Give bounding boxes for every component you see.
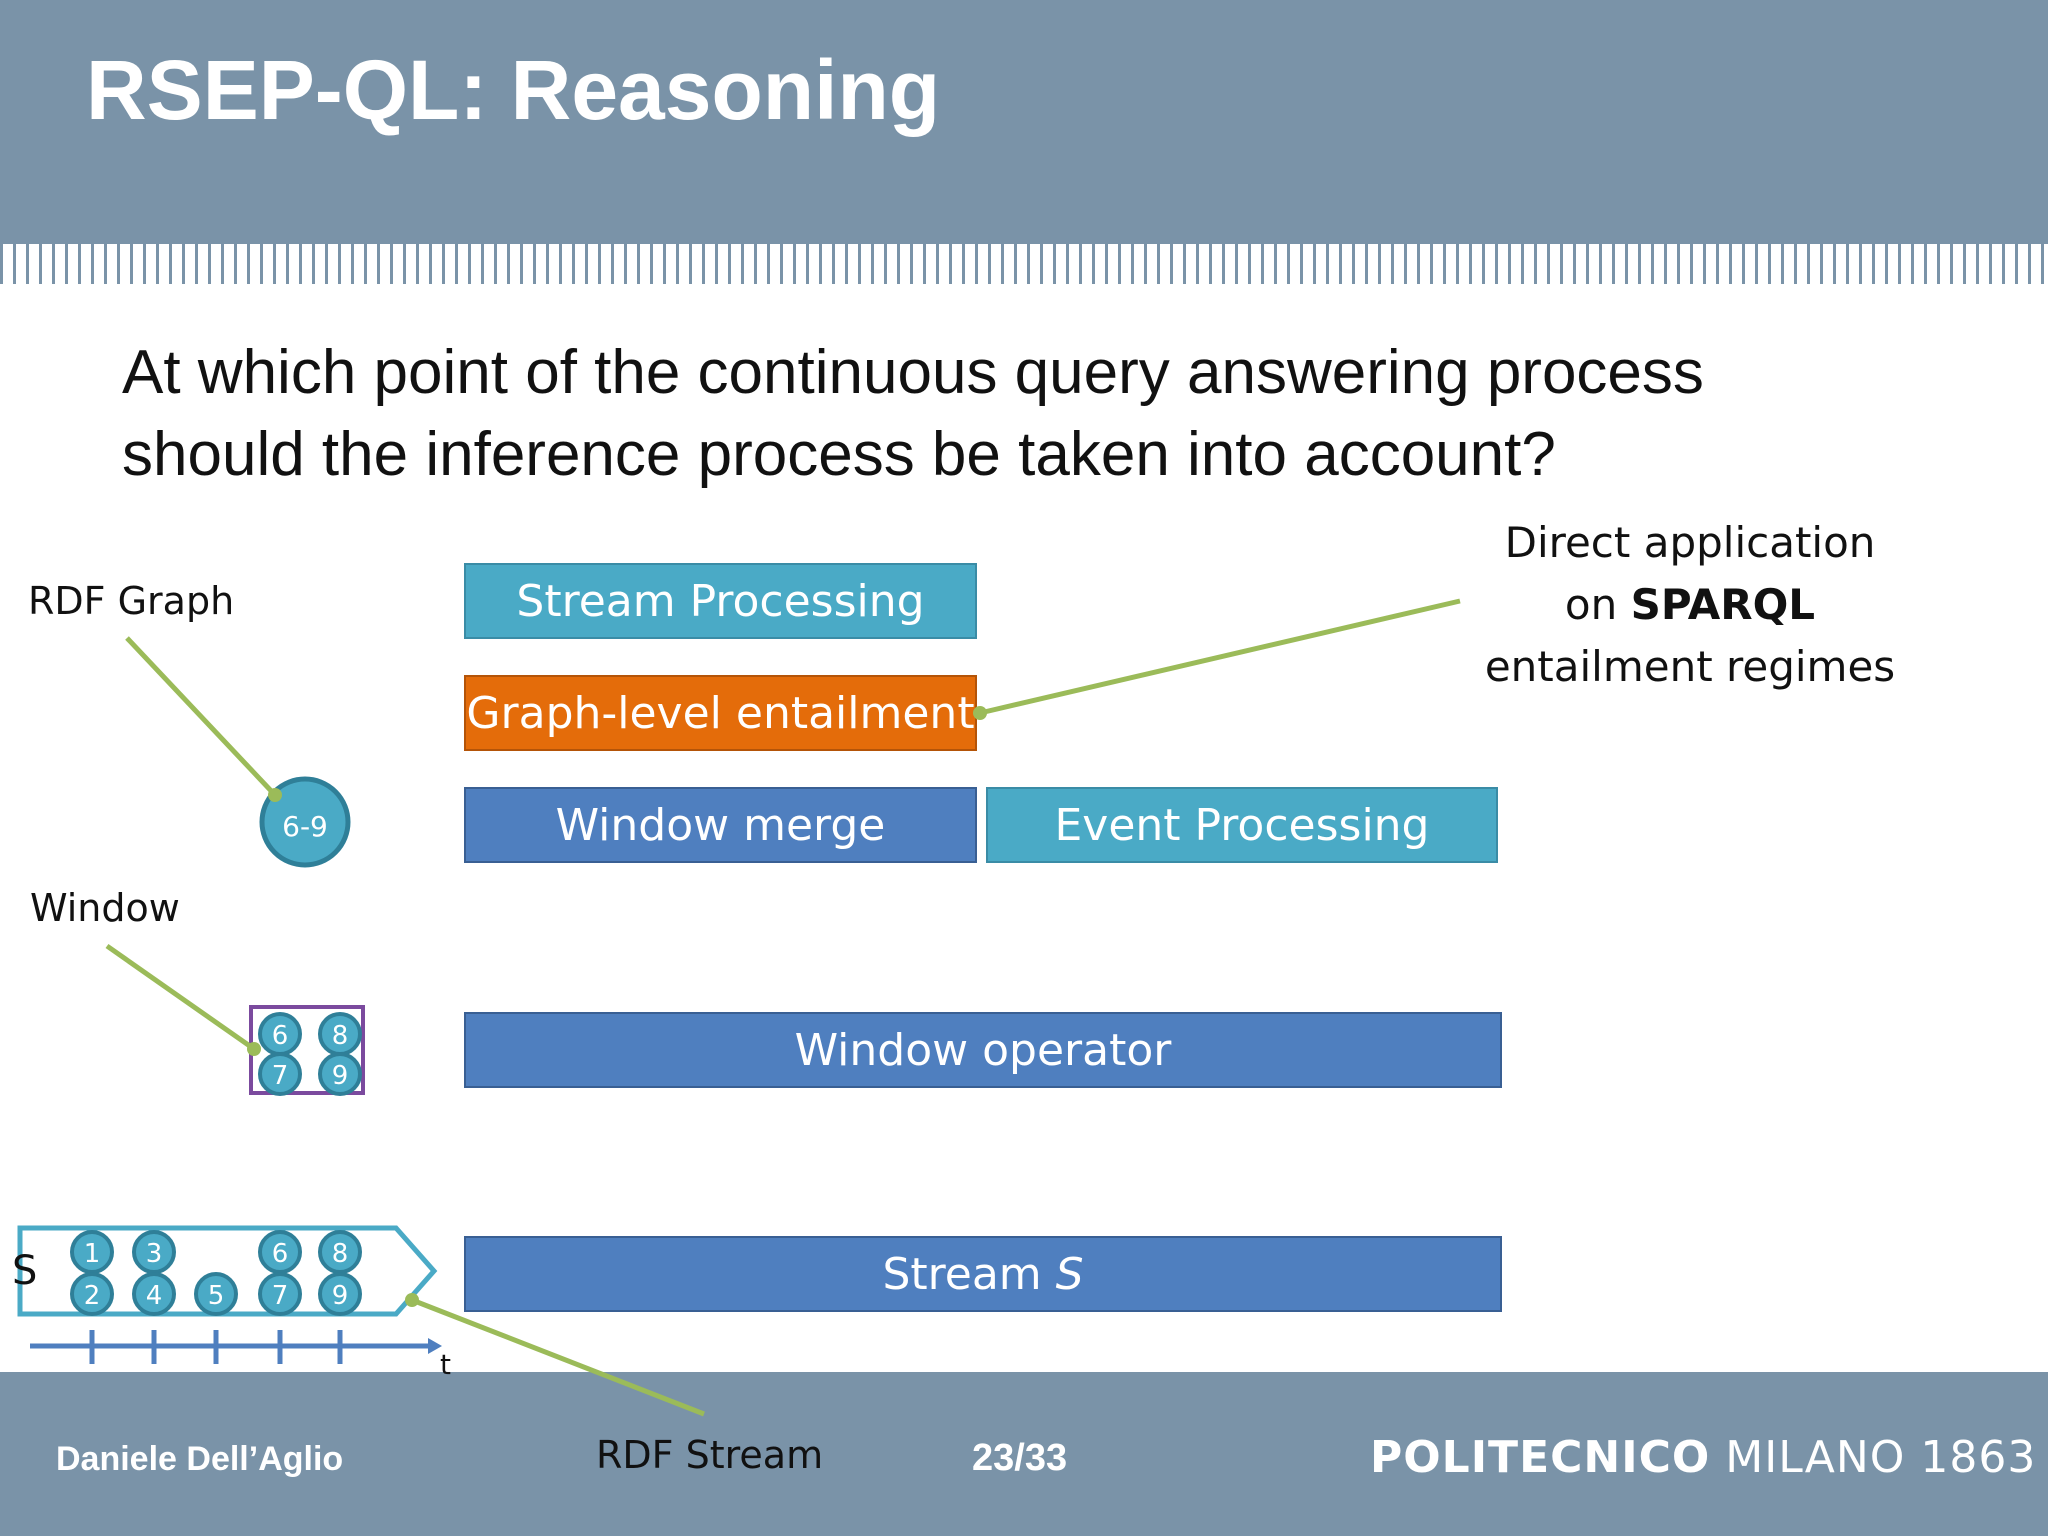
connector-rdf-stream [411,1297,705,1417]
box-window-merge-label: Window merge [555,799,886,851]
institution-bold: POLITECNICO [1370,1432,1711,1483]
callout-sparql: SPARQL [1630,580,1816,629]
header-tick-strip [0,244,2048,284]
time-axis-label: t [440,1348,451,1381]
window-item-node [318,1052,362,1096]
box-stream-processing-label: Stream Processing [516,575,925,627]
callout-line-1: Direct application [1504,518,1876,567]
window-item-node-label: 9 [332,1061,349,1091]
footer-page-number: 23/33 [972,1437,1068,1479]
label-window: Window [30,886,180,930]
time-axis-ticks [89,1330,343,1364]
label-rdf-graph: RDF Graph [28,579,235,623]
box-window-operator: Window operator [464,1012,1502,1088]
window-item-node-label: 8 [332,1021,349,1051]
window-items: 6 8 7 9 [258,1012,362,1096]
window-item-node-label: 7 [272,1061,289,1091]
callout-line-2-prefix: on [1564,580,1631,629]
stream-item-node-label: 3 [146,1239,163,1269]
slide-title: RSEP-QL: Reasoning [86,43,941,137]
graph-node [259,776,351,868]
stream-item-node-label: 9 [332,1281,349,1311]
box-event-processing: Event Processing [986,787,1498,863]
box-stream-s-prefix: Stream [882,1248,1056,1300]
box-window-merge: Window merge [464,787,977,863]
time-axis-arrowhead [428,1338,442,1354]
slide-footer [0,1372,2048,1536]
stream-item-node-label: 5 [208,1281,225,1311]
connector-window-end [247,1042,261,1056]
institution-rest: MILANO 1863 [1710,1432,2037,1483]
box-stream-processing: Stream Processing [464,563,977,639]
callout-line-2: on SPARQL [1440,574,1940,636]
box-graph-entailment: Graph-level entailment [464,675,977,751]
stream-item-node-label: 2 [84,1281,101,1311]
window-item-node-label: 6 [272,1021,289,1051]
graph-node-label: 6-9 [282,810,328,843]
connector-rdf-stream-end [405,1293,419,1307]
stream-s-label: S [12,1248,37,1294]
connector-rdf-graph [125,636,277,797]
question-line-1: At which point of the continuous query a… [122,338,1704,407]
slide-question: At which point of the continuous query a… [122,332,1704,496]
stream-item-node [132,1272,176,1316]
box-stream-s-label: Stream S [882,1249,1083,1300]
label-rdf-stream: RDF Stream [596,1433,824,1477]
stream-item-node [258,1272,302,1316]
stream-item-node-label: 1 [84,1239,101,1269]
connector-rdf-graph-end [268,788,282,802]
footer-institution: POLITECNICO MILANO 1863 [1370,1432,2036,1483]
box-window-operator-label: Window operator [794,1024,1172,1076]
question-line-2: should the inference process be taken in… [122,420,1556,489]
box-event-processing-label: Event Processing [1054,799,1430,851]
stream-item-node-label: 7 [272,1281,289,1311]
callout-line-3: entailment regimes [1484,642,1896,691]
box-stream-s: Stream S [464,1236,1502,1312]
stream-item-node-label: 6 [272,1239,289,1269]
connector-callout-end [973,706,987,720]
window-item-node [258,1052,302,1096]
slide-header [0,0,2048,245]
stream-item-node-label: 8 [332,1239,349,1269]
box-stream-s-italic: S [1055,1248,1084,1300]
stream-item-node [194,1272,238,1316]
stream-item-node [70,1272,114,1316]
callout-text: Direct application on SPARQL entailment … [1440,512,1940,698]
stream-item-node [318,1272,362,1316]
stream-items: 1 2 3 4 5 6 7 8 9 [70,1230,362,1316]
connector-callout [979,598,1461,716]
stream-item-node-label: 4 [146,1281,163,1311]
footer-author: Daniele Dell’Aglio [56,1440,344,1478]
box-graph-entailment-label: Graph-level entailment [466,687,975,739]
connector-window [105,943,256,1052]
